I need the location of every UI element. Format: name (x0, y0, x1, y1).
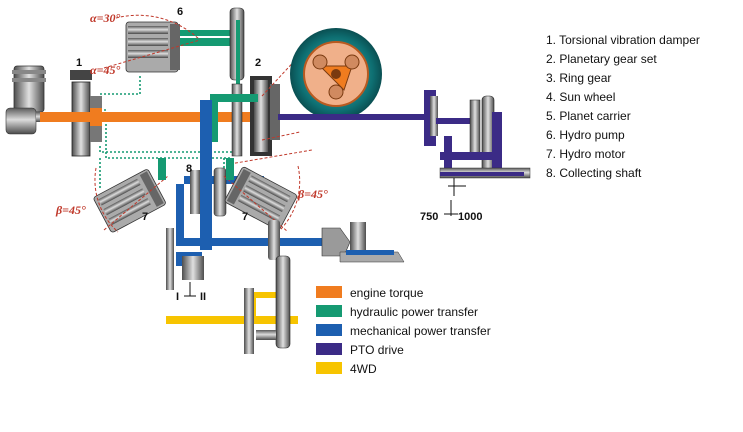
angle-alpha-bottom: α=45° (90, 63, 120, 77)
angle-beta-right: β=45° (297, 187, 328, 201)
component-item: 3. Ring gear (546, 71, 611, 85)
component-list: 1. Torsional vibration damper 2. Planeta… (546, 33, 700, 180)
component-item: 7. Hydro motor (546, 147, 625, 161)
engine-torque-shaft (40, 112, 280, 122)
legend-swatch-hydraulic (316, 305, 342, 317)
hydro-motor-right (223, 165, 301, 233)
legend-swatch-pto (316, 343, 342, 355)
component-item: 4. Sun wheel (546, 90, 615, 104)
callout-damper: 1 (76, 57, 82, 69)
angle-alpha-top: α=30° (90, 11, 120, 25)
pto-drive (424, 90, 531, 179)
legend-label: 4WD (350, 362, 377, 376)
pto-speed-high: 1000 (458, 211, 482, 223)
component-item: 1. Torsional vibration damper (546, 33, 700, 47)
legend-swatch-engine (316, 286, 342, 298)
legend: engine torque hydraulic power transfer m… (316, 286, 491, 376)
pto-shaft (278, 114, 432, 120)
callout-collecting-shaft: 8 (186, 163, 192, 175)
legend-label: engine torque (350, 286, 424, 300)
component-item: 5. Planet carrier (546, 109, 631, 123)
component-item: 2. Planetary gear set (546, 52, 657, 66)
legend-swatch-4wd (316, 362, 342, 374)
rear-output (268, 220, 405, 263)
callout-pump: 6 (177, 6, 183, 18)
alpha-arc (115, 14, 201, 41)
pto-speed-low: 750 (420, 211, 438, 223)
gear-label-ii: II (200, 291, 206, 303)
engine-piston (5, 65, 60, 135)
callout-motor-left: 7 (142, 211, 148, 223)
component-item: 8. Collecting shaft (546, 166, 642, 180)
legend-label: mechanical power transfer (350, 324, 491, 338)
legend-label: hydraulic power transfer (350, 305, 478, 319)
component-item: 6. Hydro pump (546, 128, 625, 142)
gear-range-indicator: I II (176, 282, 206, 303)
legend-label: PTO drive (350, 343, 404, 357)
hydro-pump (125, 21, 232, 73)
planetary-closeup (290, 28, 382, 120)
callout-planetary: 2 (255, 57, 261, 69)
hydraulic-dotted-lines (99, 76, 232, 188)
pto-speed-indicator: 750 1000 (420, 200, 482, 223)
gear-label-i: I (176, 291, 179, 303)
callout-motor-right: 7 (242, 211, 248, 223)
planetary-gear-set (210, 76, 280, 156)
angle-beta-left: β=45° (55, 203, 86, 217)
legend-swatch-mechanical (316, 324, 342, 336)
four-wd-output (166, 255, 298, 354)
collecting-shaft (166, 100, 326, 290)
hydro-motor-left (93, 167, 169, 233)
